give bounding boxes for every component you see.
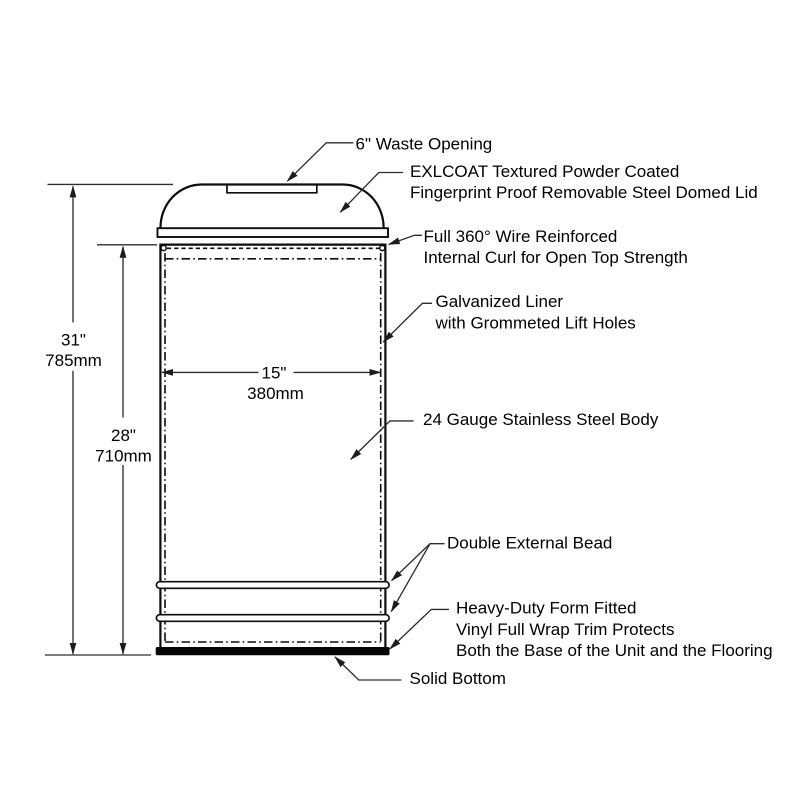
svg-text:31": 31" [61,330,86,349]
svg-text:6" Waste Opening: 6" Waste Opening [356,134,493,153]
svg-text:Full 360° Wire Reinforced: Full 360° Wire Reinforced [424,227,618,246]
svg-text:EXLCOAT Textured Powder Coated: EXLCOAT Textured Powder Coated [410,162,679,181]
svg-text:Double External Bead: Double External Bead [447,534,612,553]
svg-text:15": 15" [262,364,287,383]
svg-text:Vinyl Full Wrap Trim Protects: Vinyl Full Wrap Trim Protects [456,620,675,639]
svg-text:Galvanized Liner: Galvanized Liner [436,292,564,311]
svg-text:785mm: 785mm [45,351,102,370]
svg-text:with Grommeted Lift Holes: with Grommeted Lift Holes [435,314,636,333]
svg-text:Solid Bottom: Solid Bottom [410,669,506,688]
svg-text:Internal Curl for Open Top Str: Internal Curl for Open Top Strength [424,248,688,267]
svg-text:Heavy-Duty Form Fitted: Heavy-Duty Form Fitted [456,599,636,618]
svg-text:28": 28" [111,426,136,445]
svg-text:Both the Base of the Unit and: Both the Base of the Unit and the Floori… [456,641,773,660]
svg-text:Fingerprint Proof Removable St: Fingerprint Proof Removable Steel Domed … [410,183,758,202]
svg-text:710mm: 710mm [95,447,152,466]
svg-text:24 Gauge Stainless Steel Body: 24 Gauge Stainless Steel Body [423,410,659,429]
svg-text:380mm: 380mm [247,384,304,403]
